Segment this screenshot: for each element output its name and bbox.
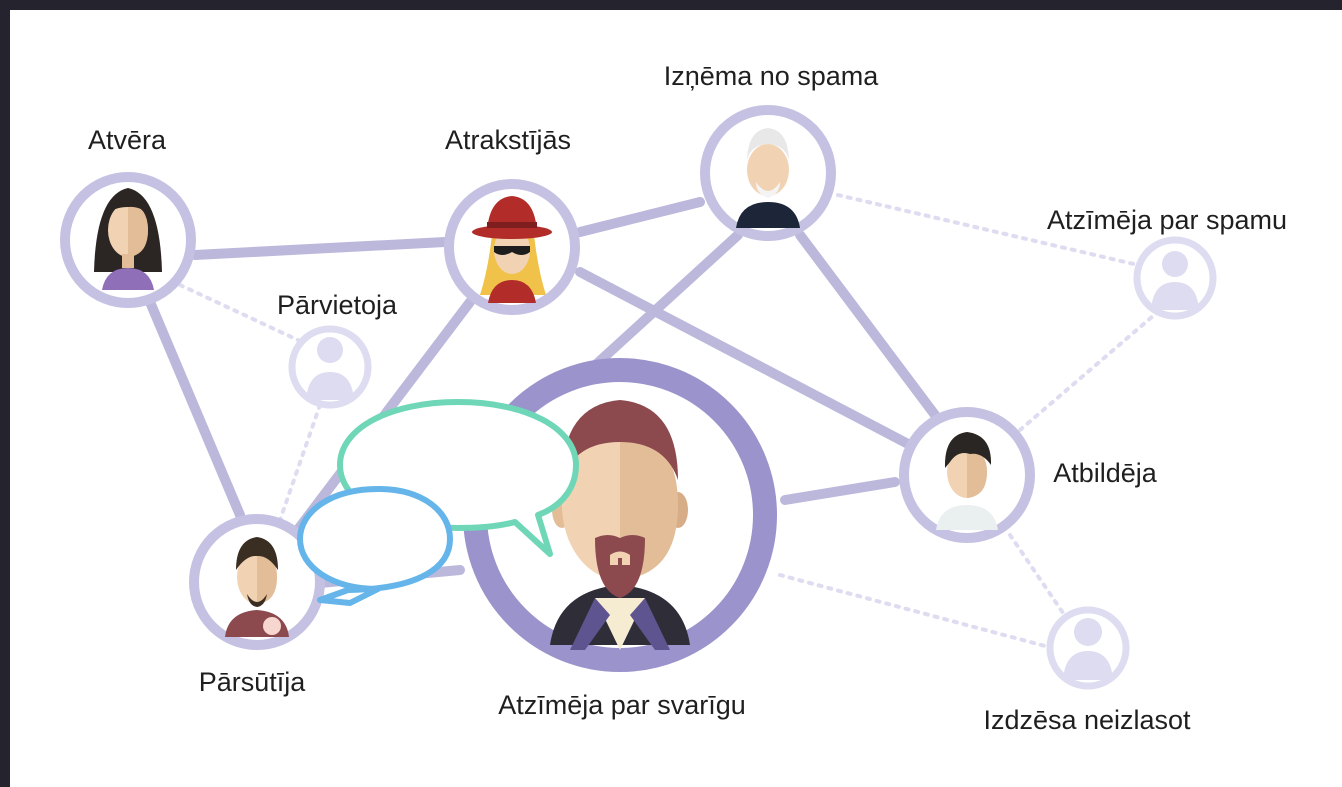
network-diagram: [60, 105, 1217, 690]
bearded-man-avatar-icon: [550, 400, 690, 650]
connection-atvera-parvietoja: [178, 283, 332, 357]
person-silhouette-icon: [317, 337, 343, 363]
node-label-svarigu: Atzīmēja par svarīgu: [498, 690, 746, 720]
speech-bubble-blue: [297, 486, 453, 606]
hat-girl-avatar-icon: [472, 196, 552, 303]
connection-atrakstijas-iznema: [575, 197, 705, 237]
old-man-avatar-icon: [736, 128, 800, 228]
connection-atvera-atrakstijas: [190, 237, 450, 260]
node-label-parvietoja: Pārvietoja: [276, 290, 398, 320]
node-label-iznema: Izņēma no spama: [663, 61, 879, 91]
node-atrakstijas[interactable]: [444, 179, 580, 315]
person-silhouette-icon: [1074, 618, 1102, 646]
node-iznema[interactable]: [700, 105, 836, 241]
node-label-atzimeja-spamu: Atzīmēja par spamu: [1046, 205, 1288, 235]
connection-svarigu-atbildeja: [780, 477, 900, 505]
person-silhouette-icon: [1162, 251, 1188, 277]
connection-iznema-atzimeja-spamu: [836, 193, 1170, 274]
faded-connections: [178, 193, 1170, 652]
connection-atrakstijas-atbildeja: [575, 267, 915, 450]
father-avatar-icon: [225, 537, 289, 637]
node-label-atbildeja: Atbildēja: [1053, 458, 1157, 488]
connection-atvera-parsutija: [145, 297, 245, 520]
node-label-izdzesa: Izdzēsa neizlasot: [983, 705, 1191, 735]
woman-avatar-icon: [94, 188, 162, 290]
connection-atbildeja-atzimeja-spamu: [1018, 308, 1162, 432]
connection-svarigu-izdzesa: [778, 573, 1062, 652]
node-atbildeja[interactable]: [899, 407, 1035, 543]
node-izdzesa[interactable]: [1046, 606, 1130, 690]
node-label-atvera: Atvēra: [87, 125, 167, 155]
node-label-parsutija: Pārsūtīja: [198, 667, 306, 697]
node-label-atrakstijas: Atrakstījās: [444, 125, 572, 155]
node-parsutija[interactable]: [189, 514, 325, 650]
node-atvera[interactable]: [60, 172, 196, 308]
connection-iznema-svarigu: [585, 230, 743, 375]
diagram-canvas: Atvēra Atrakstījās Izņēma no spama Atzīm…: [10, 10, 1342, 787]
node-atzimeja-spamu[interactable]: [1133, 236, 1217, 320]
connection-iznema-atbildeja: [795, 230, 940, 420]
young-man-avatar-icon: [936, 432, 998, 530]
connection-parvietoja-parsutija: [278, 403, 322, 522]
node-parvietoja[interactable]: [288, 325, 372, 409]
